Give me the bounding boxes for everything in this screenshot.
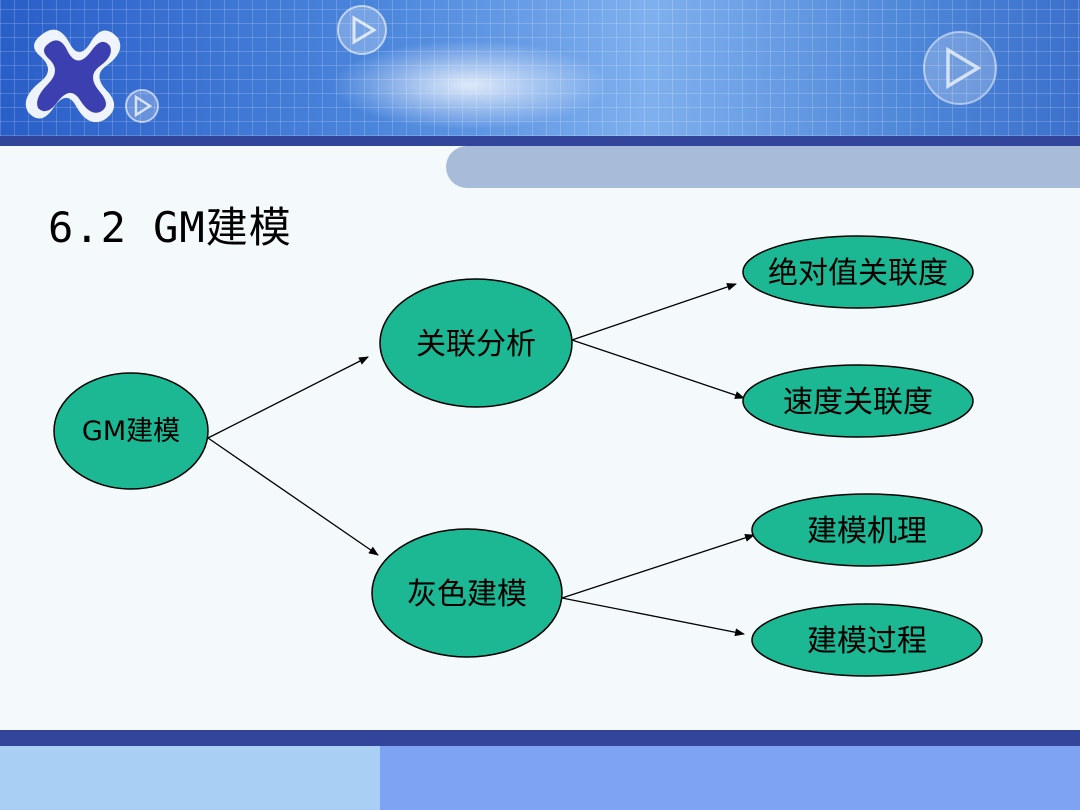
node-speed-association-label: 速度关联度 <box>783 385 933 420</box>
bottom-band <box>0 730 1080 746</box>
node-speed-association: 速度关联度 <box>743 365 973 437</box>
edge-root-to-grey <box>208 438 378 555</box>
hierarchy-diagram: GM建模 关联分析 灰色建模 绝对值关联度 速度关联度 建模机理 建模过程 <box>0 0 1080 730</box>
footer-right-block <box>380 746 1080 810</box>
edge-association-to-absolute <box>572 284 736 340</box>
edge-grey-to-mechanism <box>562 535 754 598</box>
node-modeling-process-label: 建模过程 <box>807 624 927 659</box>
node-association-analysis-label: 关联分析 <box>416 327 536 362</box>
node-association-analysis: 关联分析 <box>380 279 572 407</box>
edge-root-to-association <box>208 357 368 438</box>
edge-grey-to-process <box>562 598 744 634</box>
node-absolute-association-label: 绝对值关联度 <box>768 256 948 291</box>
node-gm-modeling: GM建模 <box>54 373 208 489</box>
node-absolute-association: 绝对值关联度 <box>743 236 973 308</box>
node-gm-modeling-label: GM建模 <box>82 416 180 447</box>
node-modeling-mechanism-label: 建模机理 <box>807 514 927 549</box>
node-modeling-process: 建模过程 <box>752 604 982 676</box>
node-grey-modeling-label: 灰色建模 <box>407 577 527 612</box>
node-modeling-mechanism: 建模机理 <box>752 494 982 566</box>
edge-association-to-speed <box>572 340 744 398</box>
footer-left-block <box>0 746 380 810</box>
node-grey-modeling: 灰色建模 <box>372 529 562 657</box>
